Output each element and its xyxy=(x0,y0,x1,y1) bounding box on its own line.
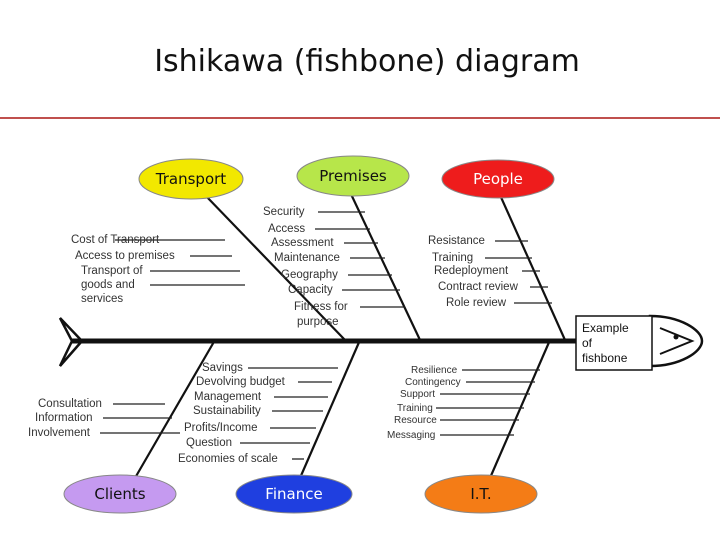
category-bone xyxy=(498,194,567,341)
cause-label: Capacity xyxy=(288,284,333,296)
category-badge xyxy=(235,474,353,514)
cause-label: Contract review xyxy=(438,281,519,293)
category-label: Premises xyxy=(319,167,387,185)
cause-label: goods and xyxy=(81,279,135,291)
effect-label: Example of fishbone xyxy=(582,321,632,365)
category-badge xyxy=(138,158,244,200)
cause-label: Devolving budget xyxy=(196,376,286,388)
cause-label: services xyxy=(81,293,123,305)
category-badge xyxy=(441,159,555,199)
cause-label: Sustainability xyxy=(193,405,261,417)
cause-label: Economies of scale xyxy=(178,453,278,465)
category-bone xyxy=(349,191,421,341)
category-label: I.T. xyxy=(470,485,491,503)
cause-label: Resource xyxy=(394,415,437,426)
slide-title: Ishikawa (fishbone) diagram xyxy=(154,44,580,79)
cause-label: Cost of Transport xyxy=(71,234,160,246)
cause-label: Training xyxy=(397,403,433,414)
cause-label: Savings xyxy=(202,362,243,374)
category-label: Transport xyxy=(155,170,227,188)
cause-label: Messaging xyxy=(387,430,435,441)
cause-label: Information xyxy=(35,412,93,424)
cause-label: Assessment xyxy=(271,237,334,249)
category-premises: SecurityAccessAssessmentMaintenanceGeogr… xyxy=(263,155,421,341)
cause-label: Contingency xyxy=(405,377,461,388)
category-bone xyxy=(488,339,552,479)
fish-head xyxy=(648,314,704,368)
category-badge xyxy=(424,474,538,514)
category-label: Clients xyxy=(94,485,145,503)
category-bone xyxy=(298,339,362,479)
cause-label: Maintenance xyxy=(274,252,340,264)
cause-label: Consultation xyxy=(38,398,102,410)
category-badge xyxy=(63,474,177,514)
category-label: People xyxy=(473,170,523,188)
cause-label: purpose xyxy=(297,316,339,328)
effect-line: fishbone xyxy=(582,351,628,365)
category-bone xyxy=(204,194,346,341)
cause-label: Resistance xyxy=(428,235,485,247)
cause-label: Redeployment xyxy=(434,265,509,277)
category-bone xyxy=(134,339,216,479)
effect-line: of xyxy=(582,336,593,350)
cause-label: Resilience xyxy=(411,365,458,376)
cause-label: Access xyxy=(268,223,305,235)
cause-label: Fitness for xyxy=(294,301,348,313)
cause-label: Profits/Income xyxy=(184,422,258,434)
cause-label: Involvement xyxy=(28,427,91,439)
cause-label: Training xyxy=(432,252,473,264)
cause-label: Role review xyxy=(446,297,507,309)
title-divider xyxy=(0,117,720,119)
cause-label: Geography xyxy=(281,269,338,281)
effect-box xyxy=(575,315,653,371)
cause-label: Transport of xyxy=(81,265,143,277)
cause-label: Security xyxy=(263,206,305,218)
category-clients: ConsultationInformationInvolvementClient… xyxy=(28,339,216,514)
category-badge xyxy=(296,155,410,197)
category-i-t: ResilienceContingencySupportTrainingReso… xyxy=(387,339,552,514)
cause-label: Question xyxy=(186,437,232,449)
category-label: Finance xyxy=(265,485,322,503)
cause-label: Access to premises xyxy=(75,250,175,262)
effect-line: Example xyxy=(582,321,629,335)
cause-label: Support xyxy=(400,389,435,400)
cause-label: Management xyxy=(194,391,262,403)
